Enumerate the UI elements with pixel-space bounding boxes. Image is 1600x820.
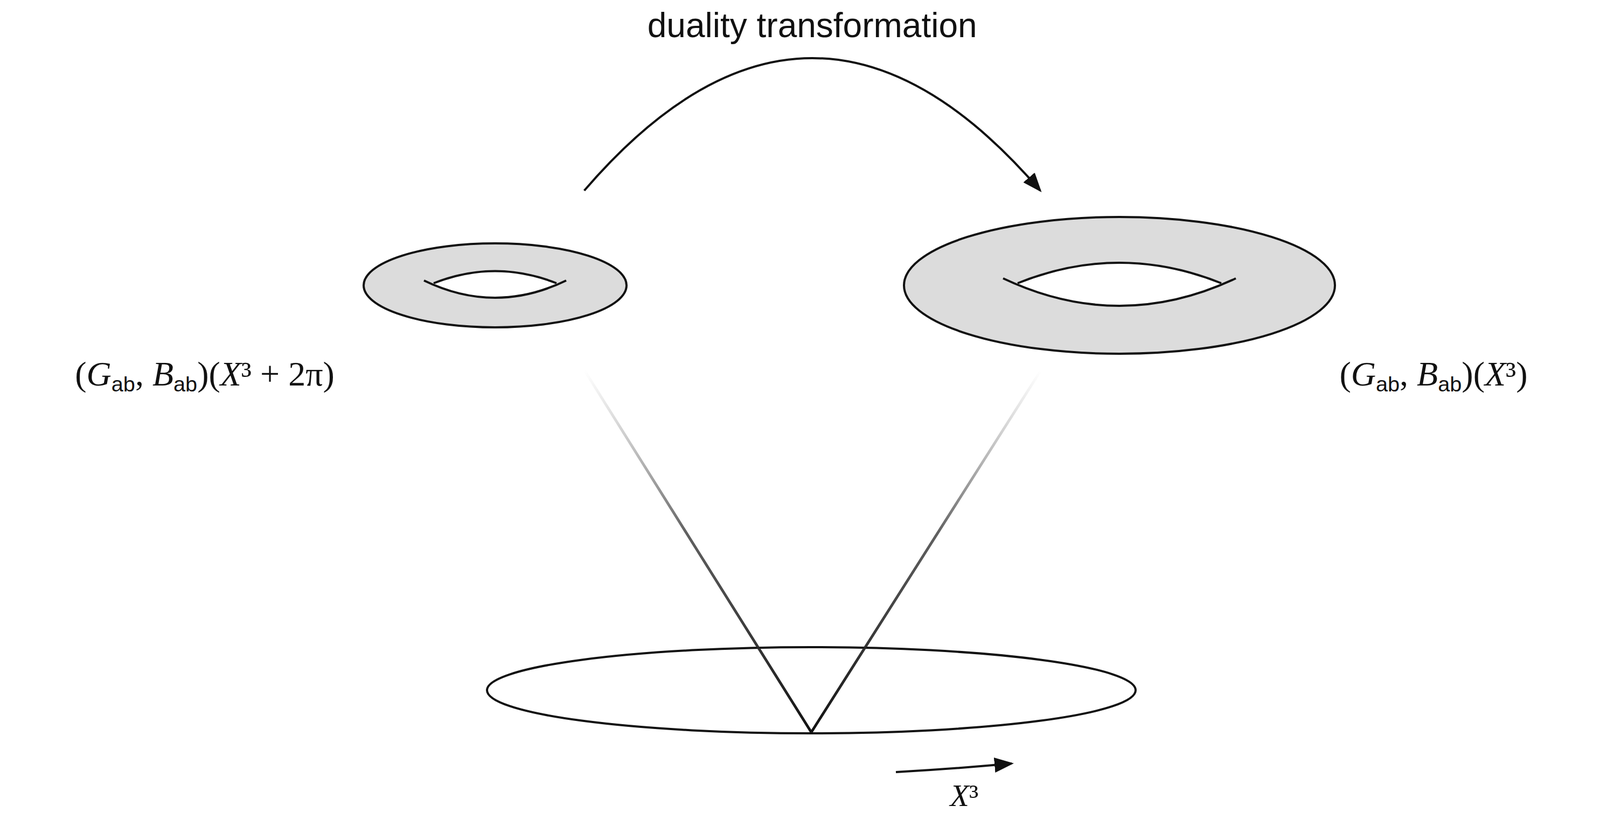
torus-fiber: (Gab, Bab)(X³): [894, 190, 1590, 417]
torus-hole: [1017, 262, 1222, 308]
metric-label: (Gab, Bab)(X³ + 2π): [74, 353, 335, 398]
torus-hole-edge: [433, 271, 557, 284]
torus-hole: [433, 271, 557, 298]
torus-outline: [903, 217, 1335, 354]
torus-outline: [363, 243, 627, 328]
direction-arrow: [895, 763, 1012, 773]
torus-hole-edge: [1003, 278, 1236, 306]
base-circle: [487, 647, 1136, 734]
torus-hole-edge: [423, 280, 567, 298]
edge-label: duality transformation: [644, 4, 981, 47]
metric-label: (Gab, Bab)(X³): [1339, 353, 1528, 398]
torus-hole-edge: [1017, 262, 1222, 284]
duality-arrow: [584, 58, 1041, 191]
torus-fiber: (Gab, Bab)(X³ + 2π): [16, 190, 631, 417]
fiber-line: [584, 370, 812, 733]
fiber-line: [811, 370, 1041, 733]
coordinate-label: X³: [950, 777, 979, 816]
